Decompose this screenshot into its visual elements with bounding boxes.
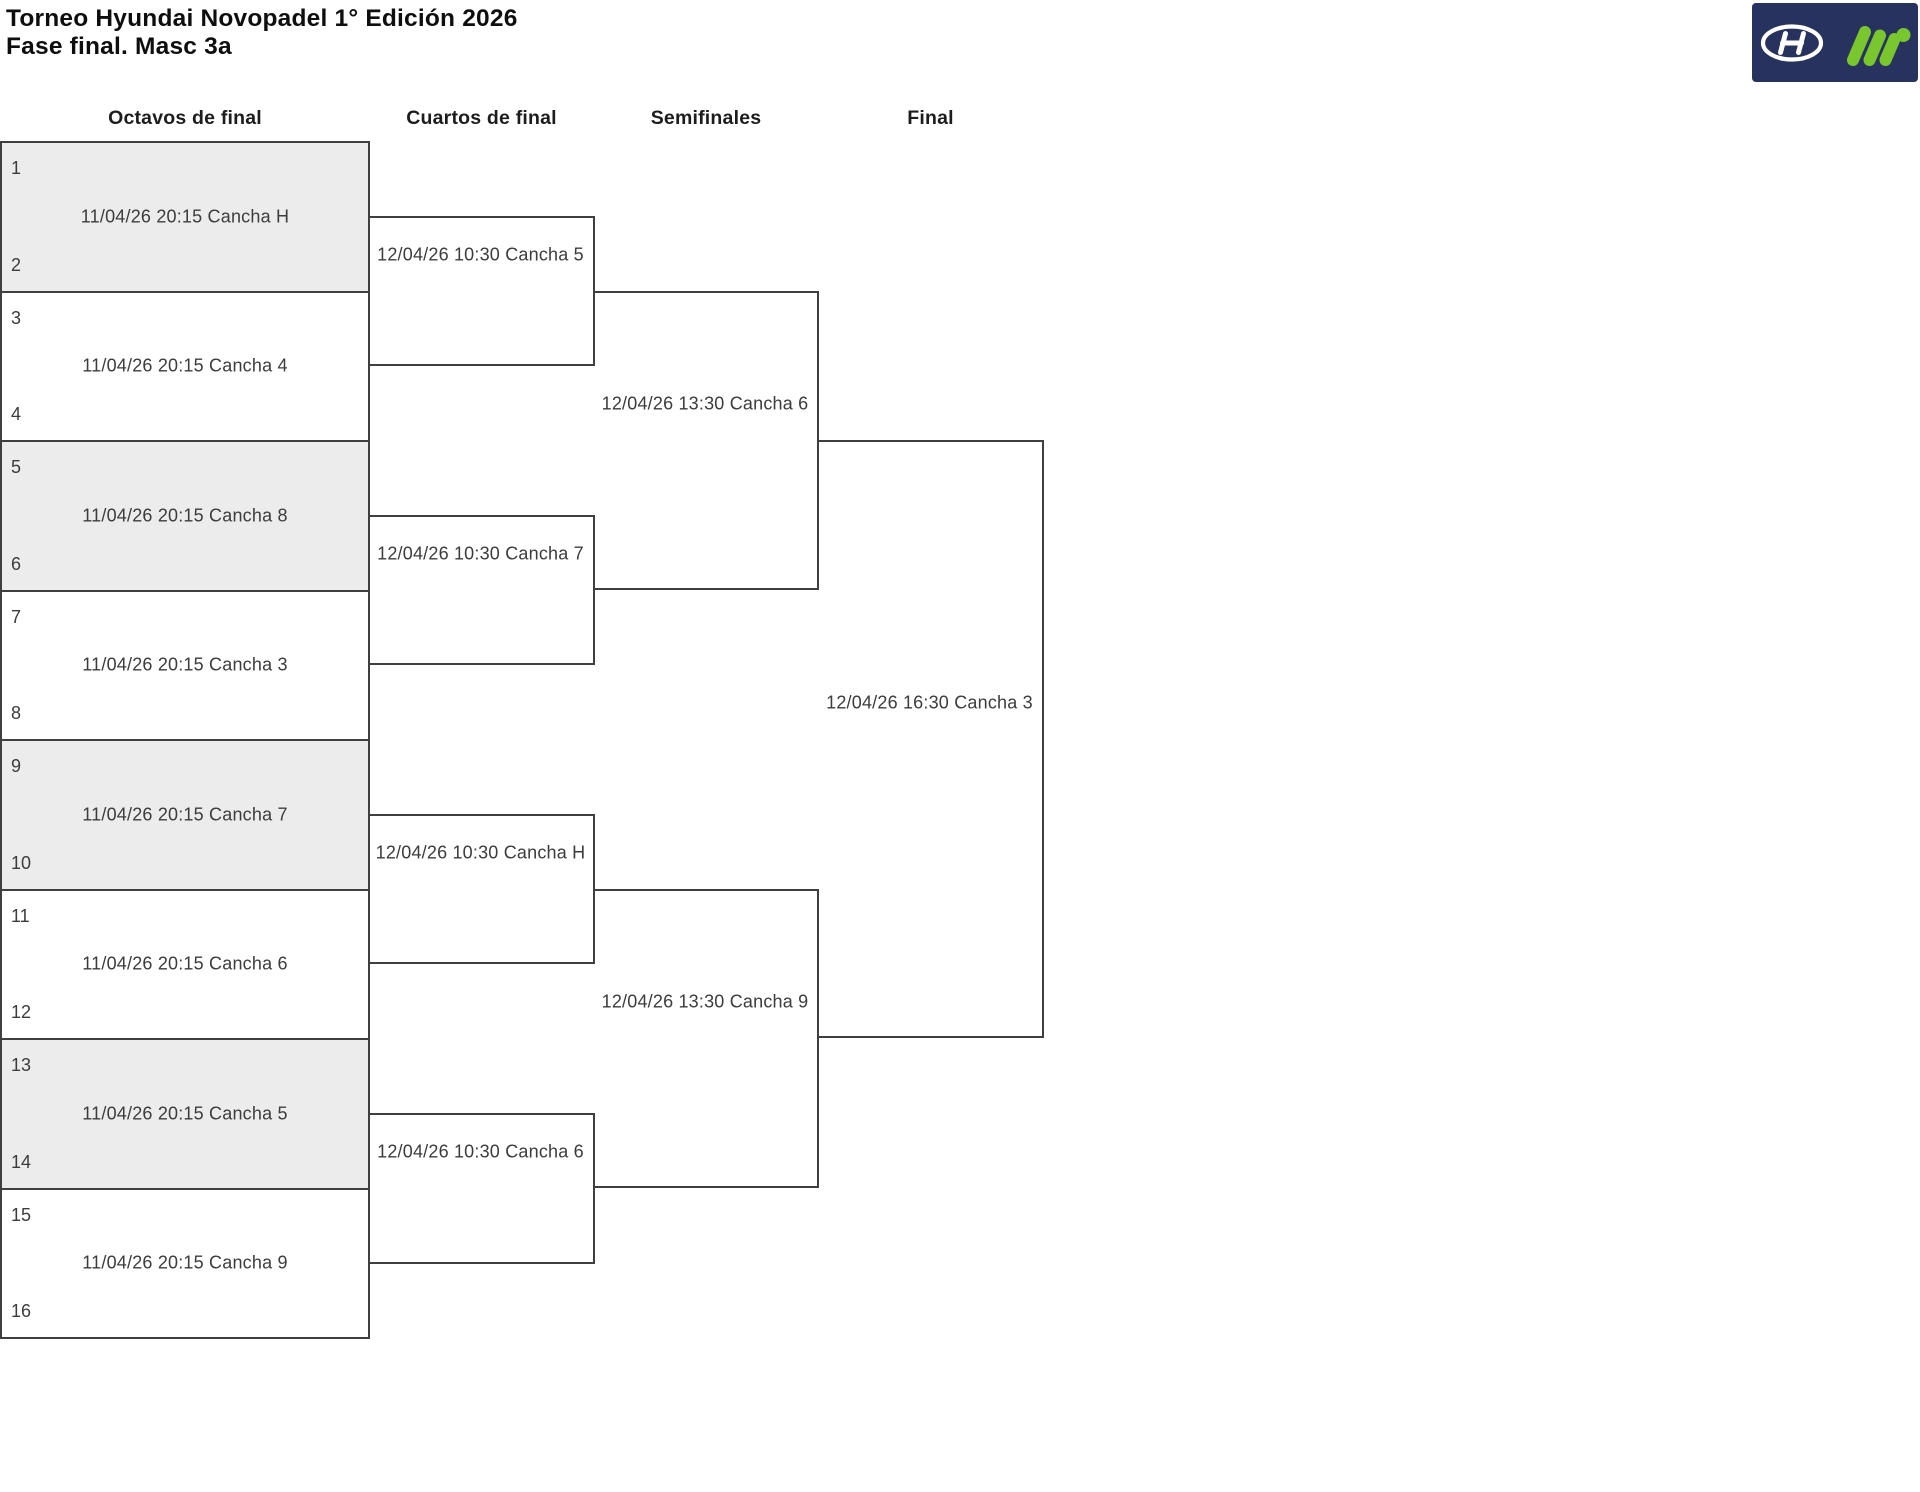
match-schedule: 12/04/26 10:30 Cancha 6 [377, 1141, 584, 1162]
seed-number-bottom: 6 [11, 553, 22, 574]
seed-number-top: 13 [11, 1055, 32, 1075]
match-semifinal-1: 12/04/26 13:30 Cancha 6 [593, 290, 819, 590]
match-schedule: 11/04/26 20:15 Cancha 4 [82, 355, 288, 376]
match-schedule: 12/04/26 10:30 Cancha 5 [377, 244, 584, 265]
round-header-cuartos: Cuartos de final [406, 107, 557, 129]
match-schedule: 12/04/26 13:30 Cancha 6 [601, 393, 809, 414]
seed-number-top: 9 [11, 756, 22, 776]
seed-number-top: 1 [11, 158, 22, 178]
match-schedule: 12/04/26 16:30 Cancha 3 [826, 692, 1033, 713]
seed-number-bottom: 16 [11, 1301, 32, 1321]
match-final: 12/04/26 16:30 Cancha 3 [817, 440, 1044, 1038]
seed-number-top: 7 [11, 606, 22, 627]
match-octavos-6: 11 11/04/26 20:15 Cancha 6 12 [0, 888, 370, 1040]
seed-number-top: 3 [11, 307, 22, 328]
round-header-octavos: Octavos de final [108, 107, 262, 129]
match-cuartos-2: 12/04/26 10:30 Cancha 7 [368, 514, 595, 665]
match-schedule: 11/04/26 20:15 Cancha 7 [82, 804, 288, 825]
match-semifinal-2: 12/04/26 13:30 Cancha 9 [593, 888, 819, 1188]
round-header-semifinales: Semifinales [650, 107, 762, 129]
novopadel-m-icon [1847, 26, 1911, 66]
match-schedule: 11/04/26 20:15 Cancha 5 [82, 1103, 288, 1124]
tournament-title: Torneo Hyundai Novopadel 1° Edición 2026 [6, 5, 518, 32]
match-schedule: 12/04/26 10:30 Cancha 7 [377, 543, 584, 564]
page-title: Torneo Hyundai Novopadel 1° Edición 2026… [6, 5, 518, 61]
match-schedule: 12/04/26 10:30 Cancha H [375, 842, 586, 863]
seed-number-bottom: 2 [11, 254, 22, 275]
seed-number-top: 11 [11, 905, 30, 926]
logo-background [1752, 3, 1918, 82]
hyundai-novopadel-logo [1752, 3, 1918, 82]
match-schedule: 11/04/26 20:15 Cancha H [80, 206, 290, 227]
match-cuartos-1: 12/04/26 10:30 Cancha 5 [368, 215, 595, 366]
match-octavos-1: 1 11/04/26 20:15 Cancha H 2 [0, 141, 370, 293]
seed-number-bottom: 4 [11, 404, 22, 424]
seed-number-bottom: 14 [11, 1151, 32, 1172]
seed-number-bottom: 10 [11, 852, 32, 873]
match-octavos-5: 9 11/04/26 20:15 Cancha 7 10 [0, 739, 370, 891]
match-cuartos-4: 12/04/26 10:30 Cancha 6 [368, 1113, 595, 1264]
seed-number-bottom: 12 [11, 1002, 32, 1022]
seed-number-bottom: 8 [11, 703, 22, 723]
match-schedule: 12/04/26 13:30 Cancha 9 [601, 991, 809, 1012]
match-schedule: 11/04/26 20:15 Cancha 3 [82, 654, 288, 675]
phase-subtitle: Fase final. Masc 3a [6, 33, 232, 60]
match-octavos-3: 5 11/04/26 20:15 Cancha 8 6 [0, 440, 370, 592]
match-cuartos-3: 12/04/26 10:30 Cancha H [368, 813, 595, 964]
hyundai-icon [1760, 24, 1824, 62]
match-schedule: 11/04/26 20:15 Cancha 8 [82, 505, 288, 526]
match-octavos-8: 15 11/04/26 20:15 Cancha 9 16 [0, 1187, 370, 1339]
match-octavos-2: 3 11/04/26 20:15 Cancha 4 4 [0, 290, 370, 442]
match-octavos-7: 13 11/04/26 20:15 Cancha 5 14 [0, 1038, 370, 1190]
round-header-final: Final [907, 107, 954, 129]
match-octavos-4: 7 11/04/26 20:15 Cancha 3 8 [0, 589, 370, 741]
match-schedule: 11/04/26 20:15 Cancha 6 [82, 953, 288, 974]
seed-number-top: 5 [11, 457, 22, 477]
match-schedule: 11/04/26 20:15 Cancha 9 [82, 1252, 288, 1273]
seed-number-top: 15 [11, 1204, 32, 1225]
